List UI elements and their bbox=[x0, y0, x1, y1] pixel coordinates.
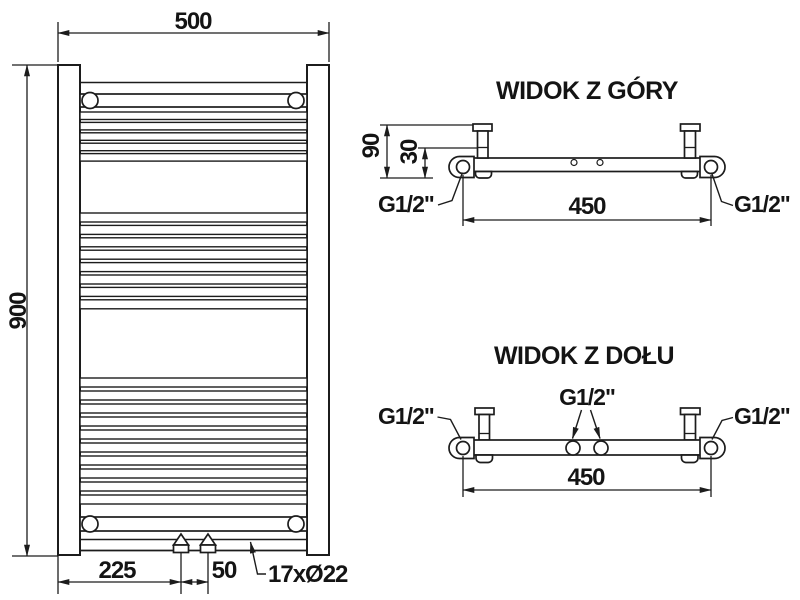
bottom-left-bracket-circle bbox=[81, 515, 99, 533]
bottom-conn-right-label: G1/2" bbox=[734, 403, 790, 429]
end-connector-left bbox=[448, 155, 475, 179]
rung-group-middle bbox=[79, 212, 308, 310]
top-left-bracket-circle bbox=[81, 91, 99, 110]
hidden-connection-mark-left bbox=[570, 158, 578, 167]
bottom-right-bracket-circle bbox=[287, 515, 305, 533]
connection-label-right: G1/2" bbox=[710, 172, 791, 217]
bottom-bracket-foot-left bbox=[475, 454, 494, 464]
center-connection-left bbox=[565, 440, 581, 456]
dim-height-label: 900 bbox=[5, 292, 32, 330]
center-connection-label: G1/2" bbox=[559, 384, 616, 440]
right-collector-tube bbox=[306, 64, 330, 556]
dimension-height: 900 bbox=[5, 64, 70, 557]
hidden-connection-mark-right bbox=[596, 158, 604, 167]
bottom-connection-label-right: G1/2" bbox=[711, 403, 791, 440]
wall-bracket-right bbox=[679, 123, 701, 179]
bottom-wall-bracket-right bbox=[679, 407, 701, 441]
bottom-connection-label-left: G1/2" bbox=[378, 403, 462, 440]
dimension-width: 500 bbox=[57, 8, 330, 62]
top-view-bar bbox=[459, 157, 704, 173]
front-view: 500 900 225 50 17xØ22 bbox=[5, 8, 349, 594]
bottom-view-title: WIDOK Z DOŁU bbox=[494, 342, 674, 370]
tube-spec-label: 17xØ22 bbox=[268, 561, 348, 588]
left-collector-tube bbox=[57, 64, 81, 556]
top-mounting-rung bbox=[79, 93, 308, 108]
dim-valve-spacing-label: 50 bbox=[212, 557, 237, 584]
wall-bracket-left bbox=[472, 123, 493, 179]
dim-depth-label: 90 bbox=[358, 133, 385, 158]
top-right-bracket-circle bbox=[287, 91, 305, 110]
bottom-view-bar bbox=[459, 439, 704, 456]
connection-label-left: G1/2" bbox=[378, 172, 464, 217]
conn-center-label: G1/2" bbox=[559, 384, 615, 410]
tube-spec-callout: 17xØ22 bbox=[249, 541, 349, 588]
bottom-view: WIDOK Z DOŁU bbox=[378, 342, 791, 497]
bottom-end-connector-right bbox=[699, 436, 726, 460]
dimension-span-top: 450 bbox=[462, 175, 712, 226]
dim-inset-label: 30 bbox=[396, 139, 423, 164]
top-view-title: WIDOK Z GÓRY bbox=[496, 75, 679, 105]
dimension-span-bottom: 450 bbox=[462, 456, 712, 497]
bottom-conn-left-label: G1/2" bbox=[378, 403, 434, 429]
bottom-mounting-rung bbox=[79, 516, 308, 532]
valve-connection-left bbox=[171, 532, 191, 594]
end-connector-right bbox=[699, 155, 726, 179]
rung-group-top bbox=[79, 111, 308, 162]
dim-width-label: 500 bbox=[174, 8, 212, 35]
dim-span-bottom-label: 450 bbox=[567, 464, 605, 491]
bottom-wall-bracket-left bbox=[474, 407, 495, 441]
conn-left-label: G1/2" bbox=[378, 191, 434, 217]
dimension-inset: 30 bbox=[396, 139, 477, 179]
top-view: WIDOK Z GÓRY bbox=[358, 75, 791, 226]
center-connection-right bbox=[593, 440, 609, 456]
valve-connection-right bbox=[198, 532, 218, 594]
dim-span-top-label: 450 bbox=[568, 193, 606, 220]
rung-group-bottom bbox=[79, 377, 308, 505]
conn-right-label: G1/2" bbox=[734, 191, 790, 217]
bottom-end-connector-left bbox=[448, 436, 475, 460]
dim-left-offset-label: 225 bbox=[98, 557, 136, 584]
bottom-bracket-foot-right bbox=[680, 454, 699, 464]
dimension-valve-offsets: 225 50 bbox=[57, 555, 238, 594]
